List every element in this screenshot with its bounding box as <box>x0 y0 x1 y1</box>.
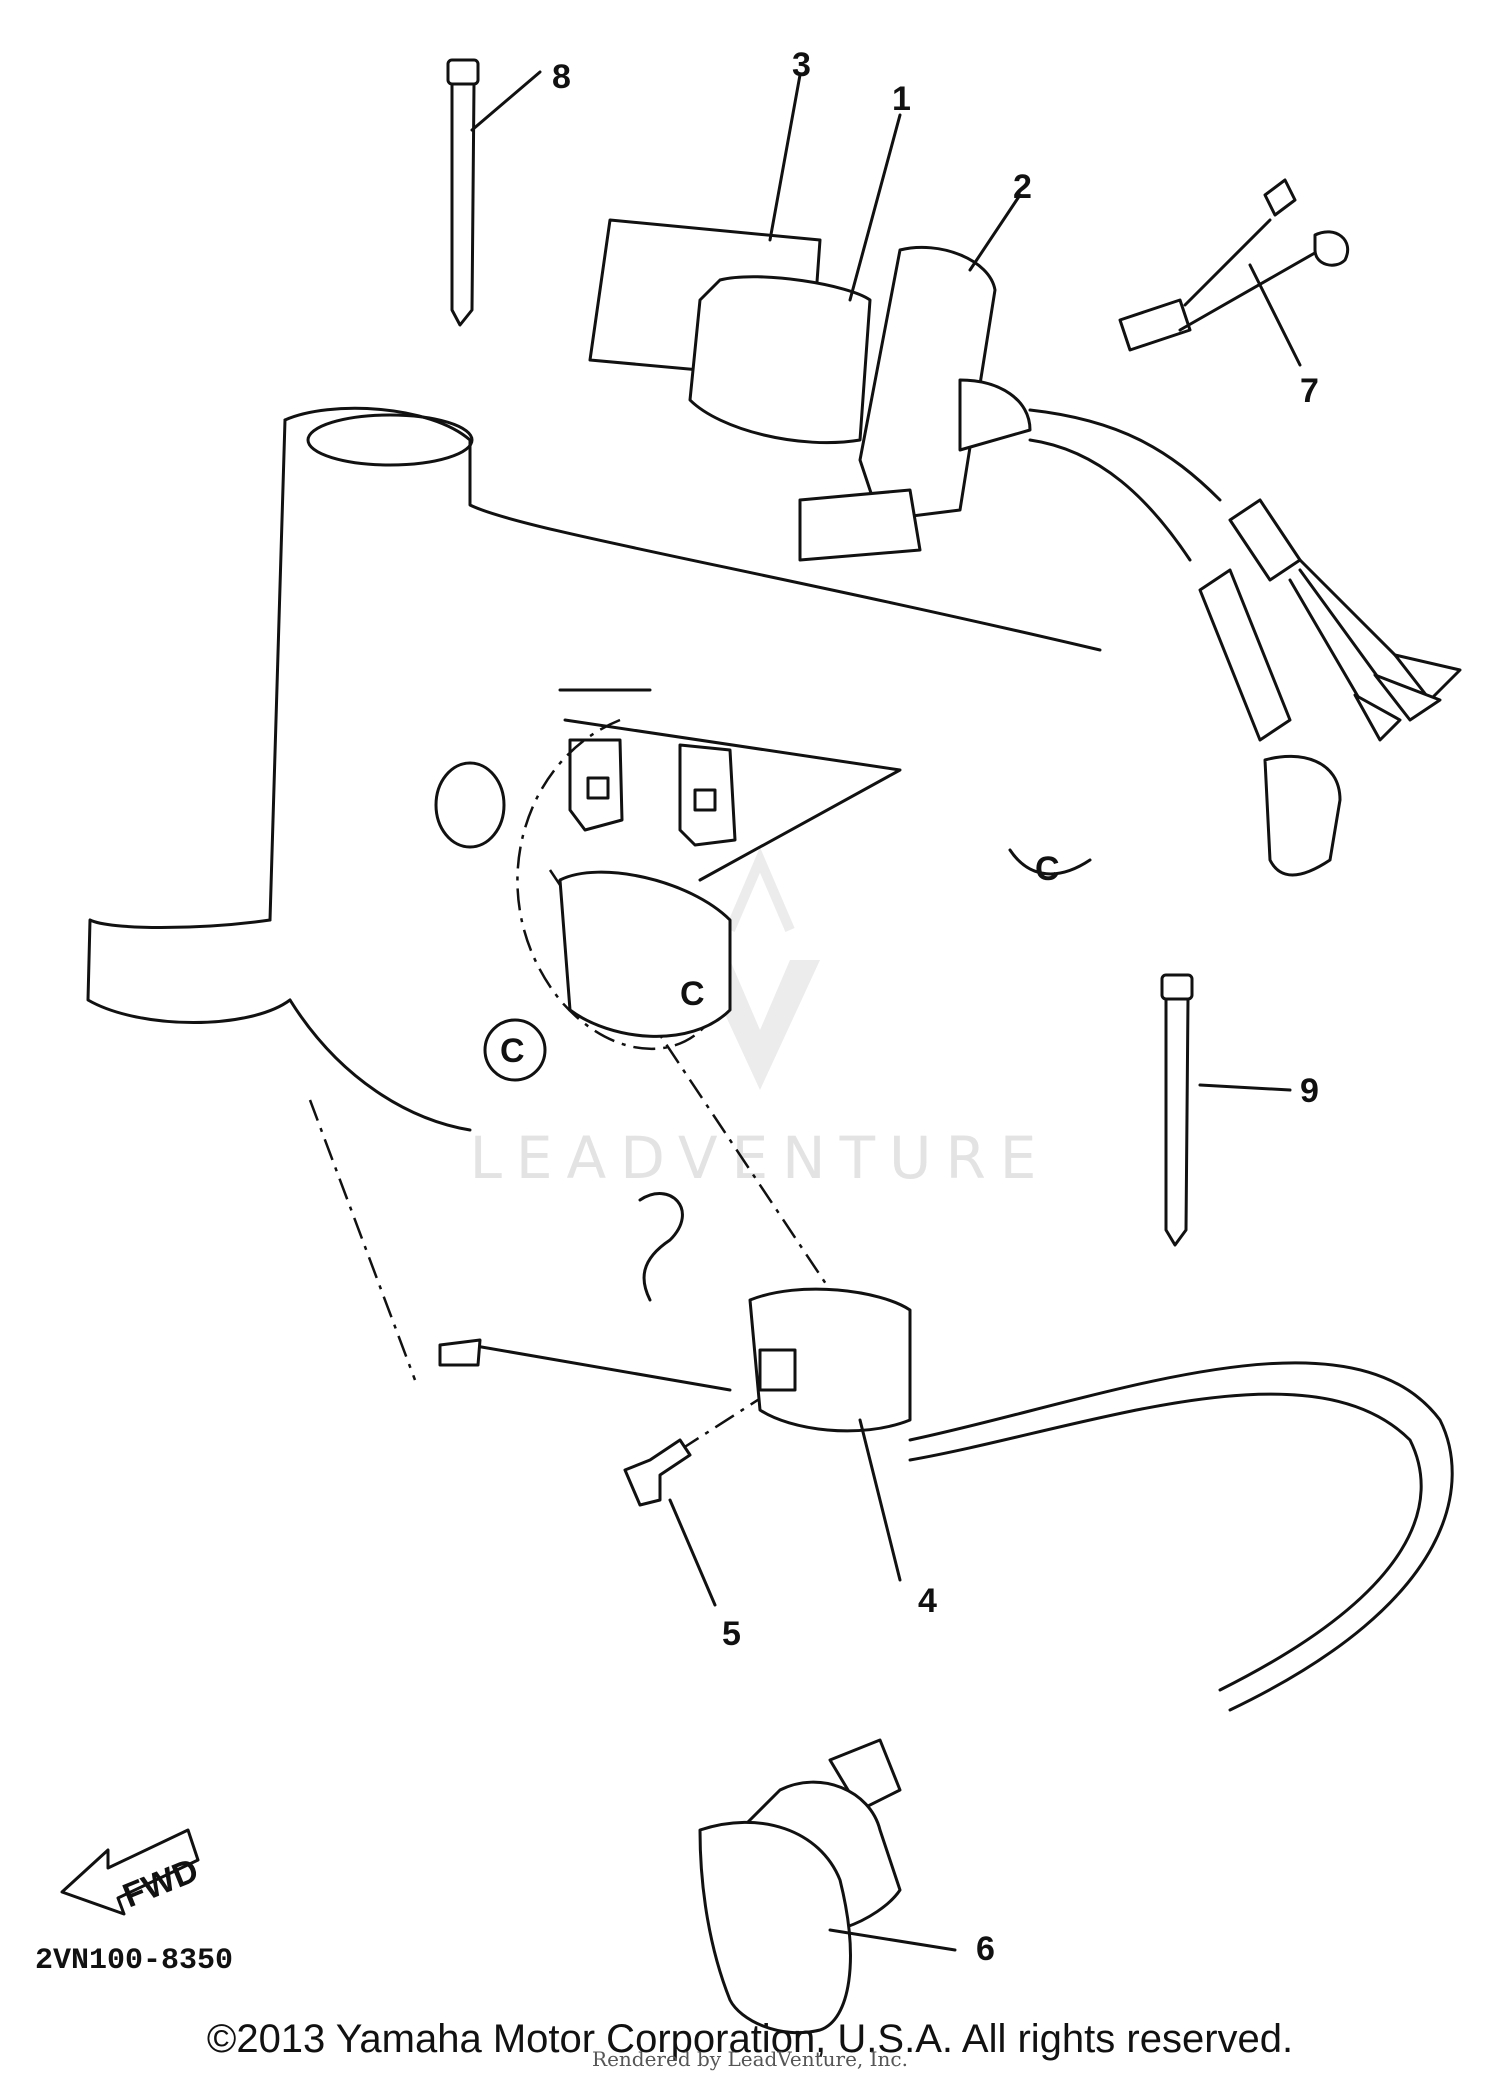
part-6-plug-cap <box>698 1738 902 2035</box>
rendered-by-notice: Rendered by LeadVenture, Inc. <box>592 2047 908 2071</box>
callout-6: 6 <box>976 1930 995 1968</box>
callout-3: 3 <box>792 46 811 84</box>
copyright-notice: ©2013 Yamaha Motor Corporation, U.S.A. A… <box>207 2017 1293 2061</box>
callout-2: 2 <box>1013 168 1032 206</box>
leader-lines <box>470 70 1302 1952</box>
svg-text:C: C <box>1035 850 1060 888</box>
part-code: 2VN100-8350 <box>35 1944 233 1978</box>
frame-head-pipe <box>86 406 1102 1132</box>
callout-9: 9 <box>1300 1072 1319 1110</box>
part-8-cable-tie <box>446 58 480 327</box>
callout-7: 7 <box>1300 372 1319 410</box>
svg-text:C: C <box>500 1032 525 1070</box>
callout-4: 4 <box>918 1582 937 1620</box>
wire-harness <box>1028 408 1462 877</box>
part-2-band <box>798 245 1032 562</box>
clamp-marker: C C C <box>483 848 1092 1302</box>
part-5-bolt <box>623 1438 692 1507</box>
callout-5: 5 <box>722 1615 741 1653</box>
callout-1: 1 <box>892 80 911 118</box>
fwd-arrow-icon: FWD <box>60 1828 204 1916</box>
watermark-text: LEADVENTURE <box>470 1124 1051 1192</box>
reference-dash-line <box>308 1099 417 1381</box>
mounting-bracket <box>568 738 737 847</box>
part-7-lead-wire <box>1118 178 1350 352</box>
callout-8: 8 <box>552 58 571 96</box>
reference-dash-circle <box>516 718 722 1050</box>
svg-text:C: C <box>680 975 705 1013</box>
part-1-cdi-unit <box>688 275 872 445</box>
part-4-ignition-coil <box>438 1287 1454 1712</box>
part-9-cable-tie <box>1160 973 1194 1247</box>
